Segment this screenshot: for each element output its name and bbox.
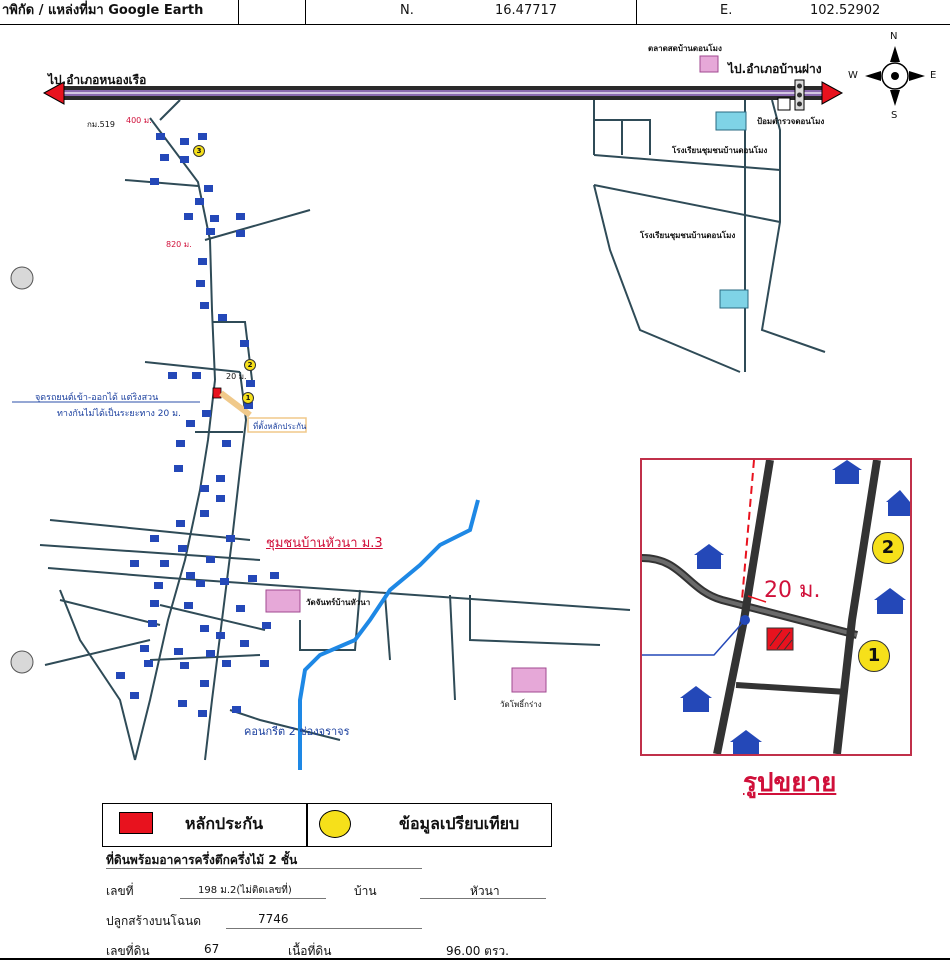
land-no-value: 67 xyxy=(204,942,220,956)
header-n-label: N. xyxy=(400,3,414,18)
area-label: เนื้อที่ดิน xyxy=(288,944,332,958)
police-label: ป้อมตำรวจดอนโมง xyxy=(757,117,825,126)
concrete-road-label: คอนกรีต 2 ช่องจราจร xyxy=(244,725,350,738)
form-underline xyxy=(106,868,422,869)
road-network xyxy=(39,99,631,761)
header-divider xyxy=(238,0,239,24)
form-underline xyxy=(420,898,546,899)
to-banphai-label: ไป.อำเภอบ้านฝาง xyxy=(728,62,822,76)
title-deed-value: 7746 xyxy=(258,912,289,926)
distance-400: 400 ม. xyxy=(126,116,152,125)
access-note-line1: จุดรถยนต์เข้า-ออกได้ แต่ริงสวน xyxy=(35,393,159,403)
legend-divider xyxy=(306,804,308,846)
header-source-label: าพิกัด / แหล่งที่มา Google Earth xyxy=(2,3,204,18)
village-value: หัวนา xyxy=(470,884,500,898)
collateral-legend-label: หลักประกัน xyxy=(185,814,264,833)
village-label: บ้าน xyxy=(354,884,377,898)
market-label: ตลาดสดบ้านดอนโมง xyxy=(648,44,722,53)
access-note-line2: ทางกันไม่ได้เป็นระยะทาง 20 ม. xyxy=(57,409,181,419)
header-e-value: 102.52902 xyxy=(810,3,881,18)
house-no-value: 198 ม.2(ไม่ติดเลขที่) xyxy=(198,885,292,896)
temple-icon-2 xyxy=(511,667,547,693)
compass-east-label: E xyxy=(930,70,937,81)
school-icon-1 xyxy=(715,111,747,131)
header-divider xyxy=(305,0,306,24)
property-tag: ที่ตั้งหลักประกัน xyxy=(253,422,307,431)
form-underline xyxy=(226,928,422,929)
title-deed-label: ปลูกสร้างบนโฉนด xyxy=(106,914,202,928)
temple-label-1: วัดจันทร์บ้านหัวนา xyxy=(306,598,371,607)
area-value: 96.00 ตรว. xyxy=(446,944,509,958)
distance-20: 20 ม. xyxy=(226,372,247,381)
house-no-label: เลขที่ xyxy=(106,884,134,898)
enlarged-inset: 20 ม. 2 1 xyxy=(640,458,912,756)
school-label-1: โรงเรียนชุมชนบ้านดอนโมง xyxy=(672,146,768,155)
bottom-border xyxy=(0,958,950,960)
comparison-swatch xyxy=(319,810,351,838)
distance-820: 820 ม. xyxy=(166,240,192,249)
comparison-point-3: 3 xyxy=(193,145,205,157)
compass-south-label: S xyxy=(891,110,898,121)
coordinates-header: าพิกัด / แหล่งที่มา Google Earth N. 16.4… xyxy=(0,0,950,25)
property-marker xyxy=(212,387,222,399)
temple-icon-1 xyxy=(265,589,301,613)
inset-point-2: 2 xyxy=(872,532,904,564)
arrow-west xyxy=(42,81,65,105)
inset-point-1: 1 xyxy=(858,640,890,672)
collateral-swatch xyxy=(119,812,153,834)
header-n-value: 16.47717 xyxy=(495,3,558,18)
market-icon xyxy=(699,55,719,73)
inset-title: รูปขยาย xyxy=(743,768,837,798)
compass-north-label: N xyxy=(890,31,898,42)
community-label: ชุมชนบ้านหัวนา ม.3 xyxy=(266,536,383,551)
river xyxy=(298,499,480,770)
comparison-point-1: 1 xyxy=(242,392,254,404)
school-icon-2 xyxy=(719,289,749,309)
inset-distance-label: 20 ม. xyxy=(764,578,821,603)
arrow-east xyxy=(821,81,844,105)
compass-rose xyxy=(865,46,925,106)
to-nongrua-label: ไป.อำเภอหนองเรือ xyxy=(48,73,147,87)
land-no-label: เลขที่ดิน xyxy=(106,944,150,958)
property-type: ที่ดินพร้อมอาคารครึ่งตึกครึ่งไม้ 2 ชั้น xyxy=(106,853,298,867)
police-icon xyxy=(777,97,791,111)
legend: หลักประกัน ข้อมูลเปรียบเทียบ xyxy=(102,803,552,847)
comparison-legend-label: ข้อมูลเปรียบเทียบ xyxy=(399,814,520,833)
form-underline xyxy=(180,898,326,899)
property-tag-box xyxy=(247,417,307,433)
temple-label-2: วัดโพธิ์กร่าง xyxy=(500,700,542,709)
header-divider xyxy=(636,0,637,24)
school-label-2: โรงเรียนชุมชนบ้านดอนโมง xyxy=(640,231,736,240)
house-icons xyxy=(116,133,279,717)
km-marker: กม.519 xyxy=(87,120,115,129)
comparison-point-2: 2 xyxy=(244,359,256,371)
header-e-label: E. xyxy=(720,3,733,18)
highway xyxy=(42,81,844,105)
compass-west-label: W xyxy=(848,70,858,81)
